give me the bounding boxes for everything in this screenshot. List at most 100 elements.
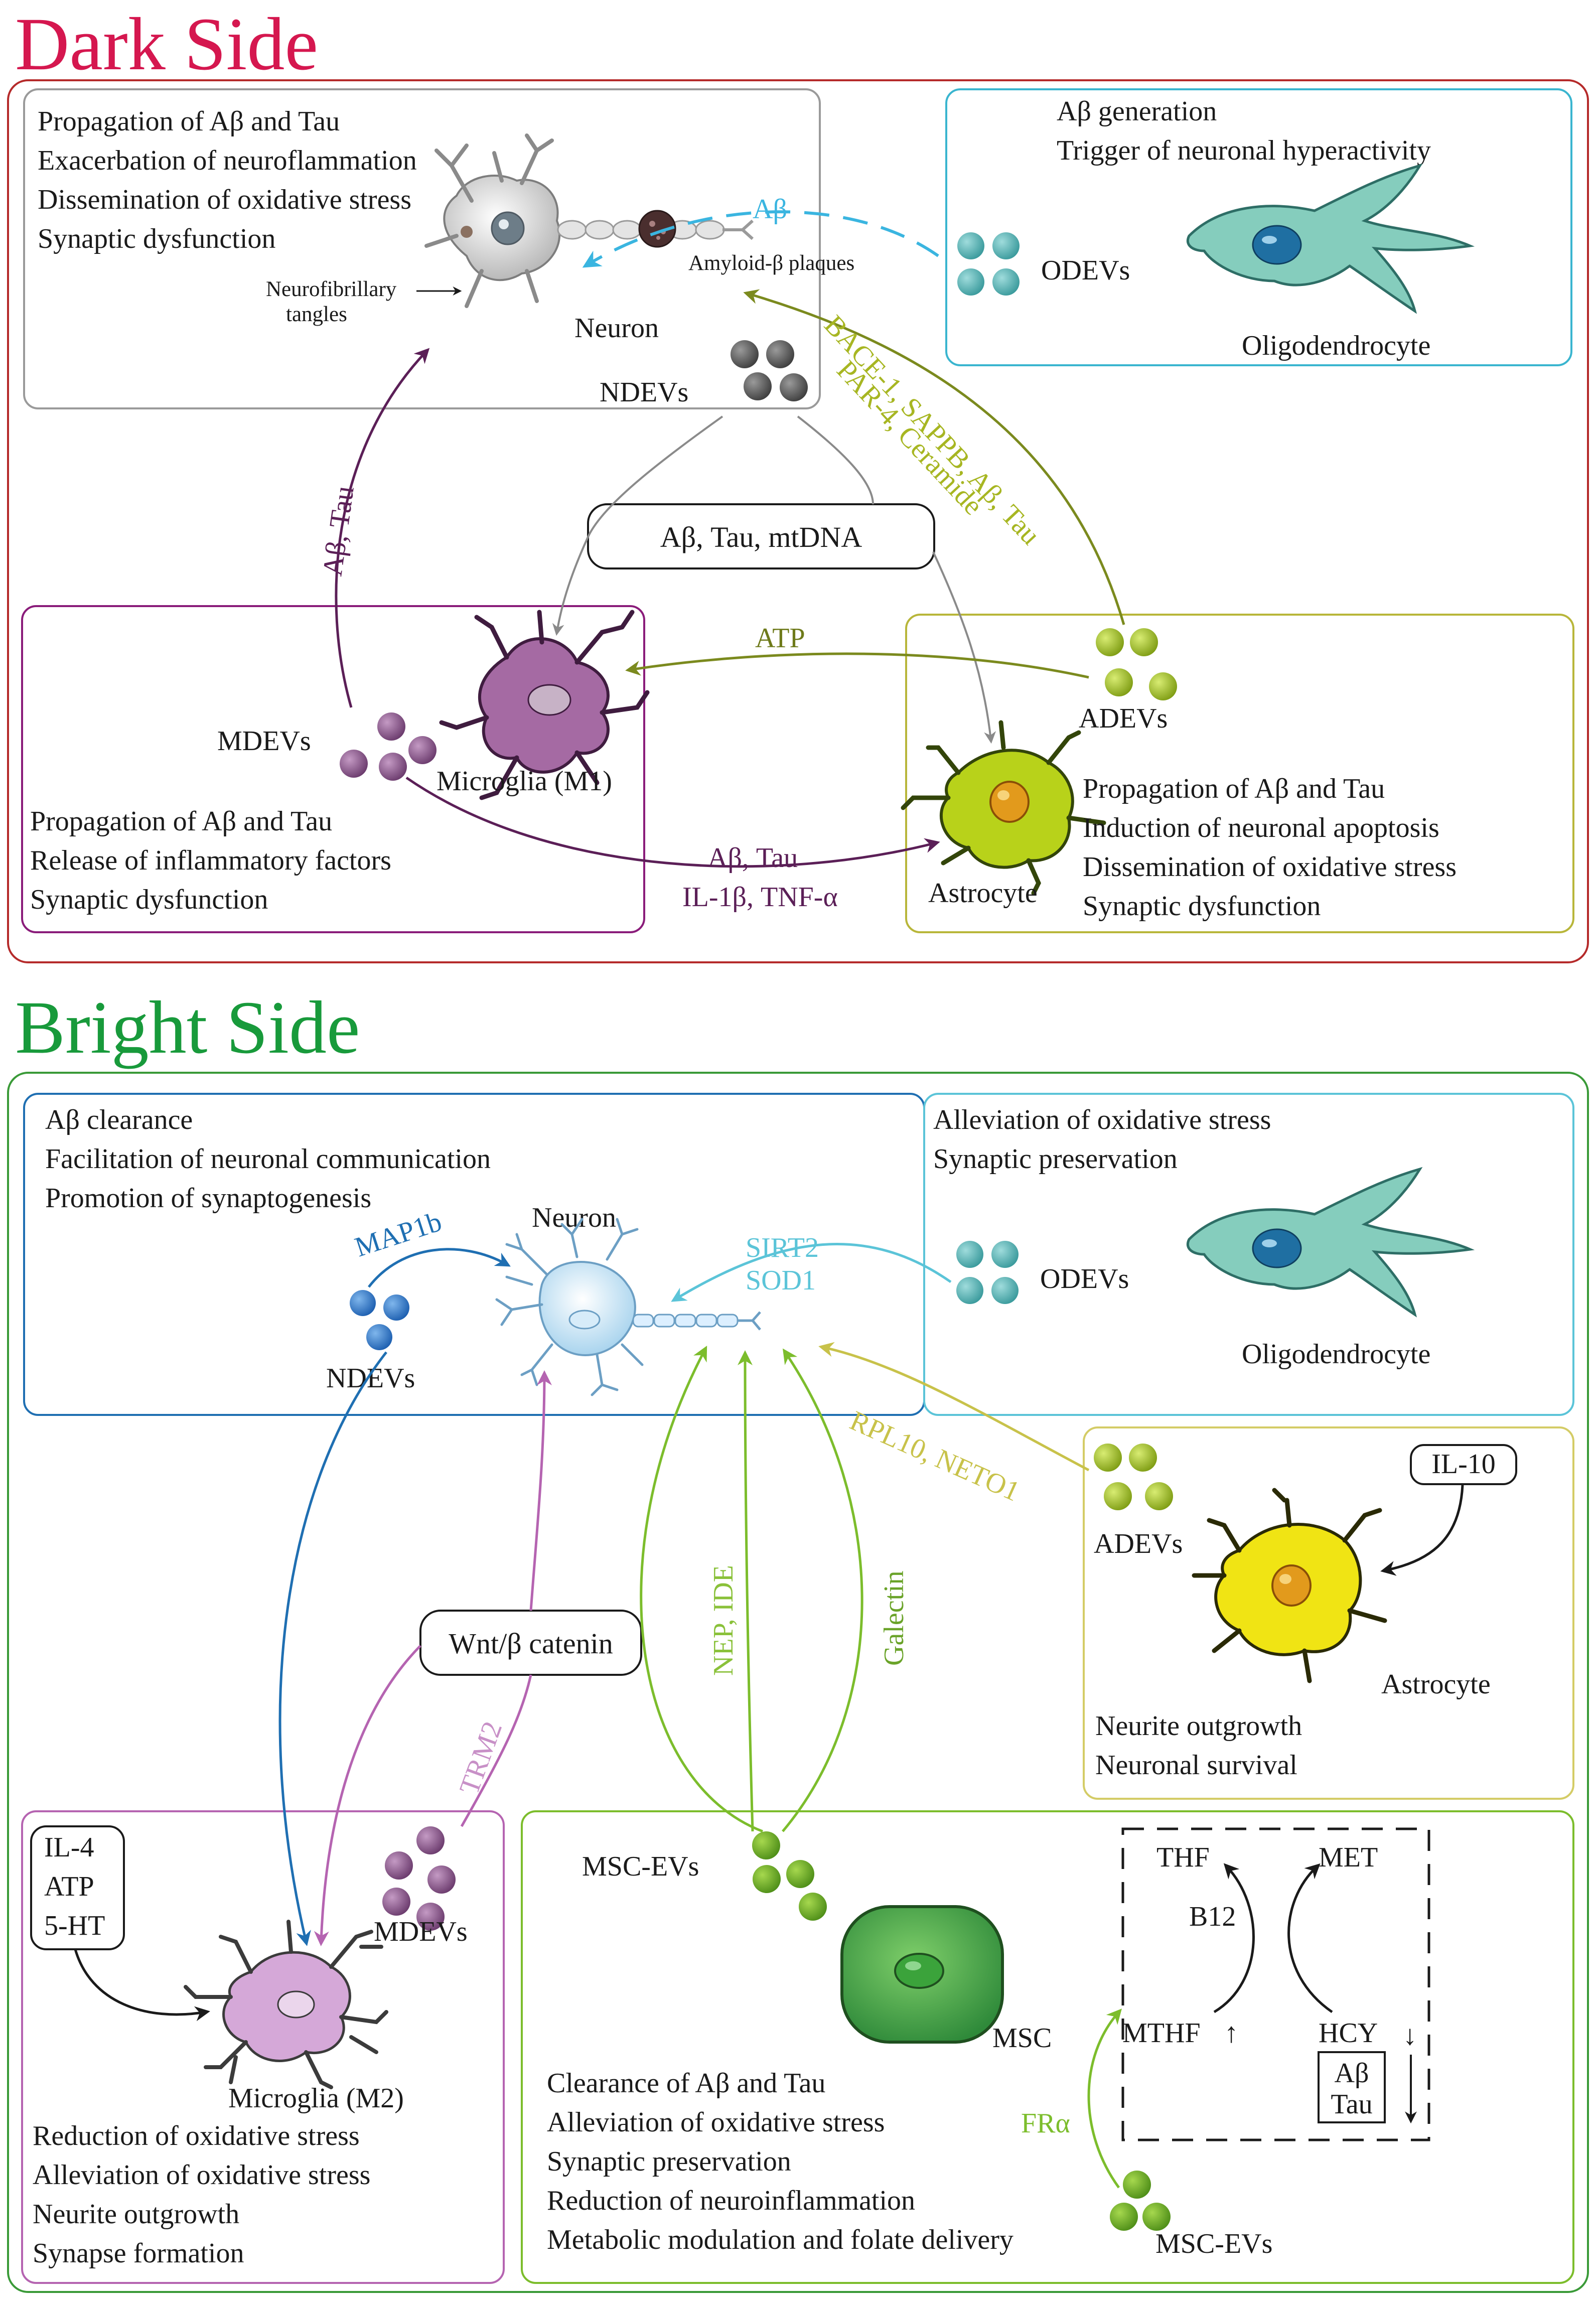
- dark-side-title: Dark Side: [15, 3, 318, 86]
- bright-odevs-to-neuron-arrow: [671, 1242, 952, 1302]
- dark-atp-label: ATP: [755, 623, 805, 654]
- dark-grey-line-left: [587, 415, 723, 537]
- wnt-to-microglia-arrow: [314, 1645, 421, 1946]
- map1b-arrow: [368, 1248, 511, 1288]
- dark-mdevs-label: MDEVs: [217, 726, 311, 757]
- cycle-hcy: HCY: [1319, 2018, 1378, 2049]
- bright-astrocyte-label: Astrocyte: [1381, 1669, 1491, 1700]
- galectin-label: Galectin: [879, 1570, 910, 1666]
- dark-adevs-to-neuron-label-2: PAR-4, Ceramide: [830, 355, 989, 521]
- dark-microglia-icon: [439, 610, 650, 800]
- dark-microglia-panel: MDEVs Microglia (M1) Propagation of Aβ a…: [21, 605, 650, 933]
- bright-neuron-label: Neuron: [532, 1202, 616, 1233]
- msc-evs-bottom-label: MSC-EVs: [1155, 2228, 1272, 2259]
- dark-atp-arrow: [625, 652, 1089, 679]
- bright-odevs-icon: [956, 1241, 1019, 1304]
- bright-mdevs-icon: [382, 1826, 456, 1931]
- msc-evs-to-neuron-arrow-right: [782, 1348, 863, 1832]
- mdevs-to-wnt-line: [460, 1674, 532, 1827]
- bright-microglia-item-1: Reduction of oxidative stress: [33, 2120, 360, 2151]
- dark-odevs-label: ODEVs: [1041, 255, 1130, 286]
- cycle-hcy-down: ↓: [1403, 2020, 1417, 2051]
- m2-inputs-box: [30, 1825, 125, 1950]
- dark-astro-item-3: Dissemination of oxidative stress: [1083, 851, 1457, 883]
- cycle-b12: B12: [1189, 1901, 1236, 1932]
- msc-item-4: Reduction of neuroinflammation: [547, 2185, 915, 2216]
- dark-astro-item-4: Synaptic dysfunction: [1083, 891, 1321, 922]
- m2-inputs-arrow: [74, 1949, 210, 2022]
- dark-astrocyte-panel: ADEVs Astrocyte Propagation of Aβ and Ta…: [901, 614, 1574, 933]
- il10-label: IL-10: [1431, 1449, 1496, 1480]
- msc-panel: MSC-EVs MSC Clearance of Aβ and Tau Alle…: [521, 1810, 1574, 2284]
- dark-mdevs-to-astro-arrow: [405, 776, 940, 868]
- dark-ndevs-icon: [731, 340, 808, 401]
- dark-mdevs-to-astro-label-2: IL-1β, TNF-α: [682, 882, 838, 913]
- cycle-mthf: MTHF: [1122, 2018, 1201, 2049]
- dark-mdevs-icon: [340, 712, 437, 781]
- dark-odevs-icon: [957, 232, 1020, 296]
- wnt-label: Wnt/β catenin: [449, 1627, 613, 1660]
- bright-oligo-item-2: Synaptic preservation: [933, 1143, 1178, 1175]
- dark-oligo-item-1: Aβ generation: [1057, 96, 1217, 127]
- bright-neuron-item-3: Promotion of synaptogenesis: [45, 1183, 371, 1214]
- dark-oligo-panel: Aβ generation Trigger of neuronal hypera…: [945, 88, 1572, 366]
- rpl10-arrow: [818, 1342, 1090, 1472]
- msc-item-2: Alleviation of oxidative stress: [547, 2107, 885, 2138]
- tangles-label-2: tangles: [286, 303, 347, 326]
- dark-microglia-label: Microglia (M1): [437, 766, 612, 797]
- msc-evs-bottom-icon: [1110, 2171, 1171, 2231]
- dark-neuron-item-3: Dissemination of oxidative stress: [38, 184, 411, 215]
- dark-neuron-item-1: Propagation of Aβ and Tau: [38, 106, 340, 137]
- dark-neuron-panel: Propagation of Aβ and Tau Exacerbation o…: [23, 88, 854, 409]
- dark-microglia-item-3: Synaptic dysfunction: [30, 884, 268, 915]
- bright-oligo-panel: Alleviation of oxidative stress Synaptic…: [923, 1093, 1574, 1416]
- msc-item-5: Metabolic modulation and folate delivery: [547, 2224, 1013, 2255]
- bright-ndevs-label: NDEVs: [326, 1363, 415, 1394]
- cycle-mthf-up: ↑: [1224, 2018, 1238, 2049]
- bright-side-frame: [7, 1072, 1589, 2293]
- bright-microglia-panel: IL-4 ATP 5-HT MDEVs Microglia (M2) Reduc…: [21, 1810, 505, 2284]
- dark-microglia-item-1: Propagation of Aβ and Tau: [30, 806, 332, 837]
- cycle-box-tau: Tau: [1331, 2089, 1372, 2120]
- bright-oligo-item-1: Alleviation of oxidative stress: [933, 1104, 1271, 1135]
- cycle-thf: THF: [1156, 1842, 1210, 1873]
- il10-arrow: [1380, 1485, 1464, 1576]
- dark-neuron-label: Neuron: [574, 313, 659, 344]
- il10-box: [1410, 1444, 1517, 1485]
- dark-astro-item-1: Propagation of Aβ and Tau: [1083, 773, 1385, 804]
- ndevs-to-microglia-arrow: [278, 1351, 387, 1946]
- bright-neuron-item-1: Aβ clearance: [45, 1104, 193, 1135]
- amyloid-plaque-icon: [638, 210, 676, 248]
- bright-microglia-item-2: Alleviation of oxidative stress: [33, 2160, 370, 2191]
- dark-cargo-to-microglia-arrow: [552, 536, 589, 636]
- m2-input-3: 5-HT: [44, 1910, 105, 1941]
- dark-adevs-to-neuron-arrow: [743, 289, 1125, 625]
- bright-mdevs-label: MDEVs: [374, 1916, 468, 1947]
- bright-neuron-item-2: Facilitation of neuronal communication: [45, 1143, 491, 1175]
- msc-evs-to-neuron-arrow-left: [640, 1346, 763, 1833]
- msc-item-3: Synaptic preservation: [547, 2146, 791, 2177]
- dark-oligodendrocyte-icon: [1186, 163, 1475, 314]
- dark-cargo-to-astrocyte-arrow: [932, 551, 996, 744]
- tangles-label-1: Neurofibrillary: [266, 277, 397, 301]
- bright-side-title: Bright Side: [15, 986, 360, 1069]
- bright-astro-item-2: Neuronal survival: [1095, 1750, 1297, 1781]
- fra-label: FRα: [1021, 2108, 1070, 2139]
- dark-microglia-item-2: Release of inflammatory factors: [30, 845, 391, 876]
- dark-oligo-item-2: Trigger of neuronal hyperactivity: [1057, 135, 1431, 166]
- cycle-arrow-hcy-met: [1287, 1863, 1333, 2014]
- folate-cycle-box: [1121, 1827, 1430, 2141]
- m2-input-2: ATP: [44, 1871, 94, 1902]
- dark-side-frame: [7, 79, 1589, 963]
- dark-grey-line-right: [797, 415, 874, 505]
- bright-microglia-label: Microglia (M2): [228, 2083, 404, 2114]
- dark-adevs-icon: [1096, 628, 1177, 700]
- msc-evs-icon: [752, 1831, 827, 1921]
- dark-abeta-dashed-arrow: [582, 210, 939, 268]
- bright-adevs-label: ADEVs: [1094, 1528, 1183, 1559]
- m2-input-1: IL-4: [44, 1832, 94, 1863]
- bright-neuron-icon: [495, 1218, 761, 1396]
- cycle-arrow-mthf-thf: [1213, 1863, 1255, 2014]
- dark-neuron-icon: [424, 133, 754, 308]
